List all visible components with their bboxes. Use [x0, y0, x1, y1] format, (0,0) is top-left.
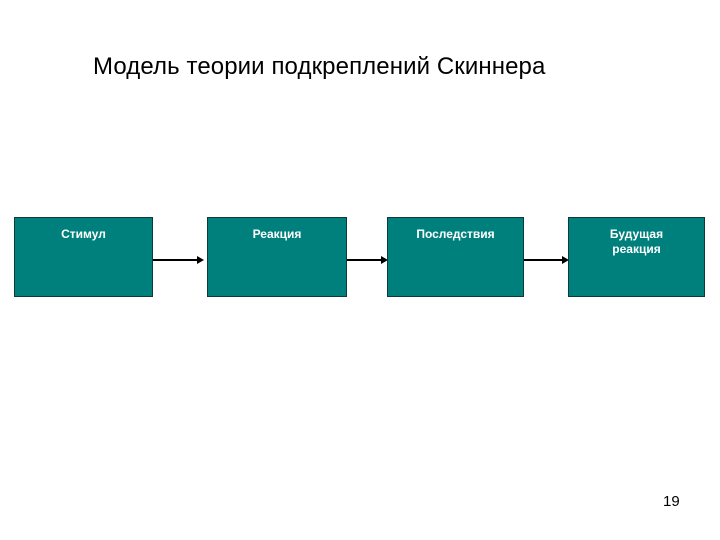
arrow-head-icon: [381, 256, 388, 264]
future-response-line-2: реакция: [612, 242, 661, 256]
arrow-shaft: [347, 259, 383, 261]
diagram-node-response-label: Реакция: [252, 227, 302, 241]
arrow-consequence-to-future-response: [524, 256, 569, 265]
arrow-head-icon: [197, 256, 204, 264]
diagram-node-stimulus[interactable]: Стимул: [14, 217, 153, 297]
arrow-shaft: [524, 259, 564, 261]
page-number: 19: [663, 493, 680, 510]
diagram-node-response[interactable]: Реакция: [207, 217, 347, 297]
arrow-shaft: [153, 259, 199, 261]
future-response-line-1: Будущая: [609, 227, 664, 241]
arrow-head-icon: [562, 256, 569, 264]
page-title: Модель теории подкреплений Скиннера: [93, 53, 546, 80]
diagram-node-consequence[interactable]: Последствия: [387, 217, 524, 297]
diagram-node-stimulus-label: Стимул: [61, 227, 106, 241]
arrow-response-to-consequence: [347, 256, 388, 265]
arrow-stimulus-to-response: [153, 256, 204, 265]
diagram-node-consequence-label: Последствия: [416, 227, 495, 241]
